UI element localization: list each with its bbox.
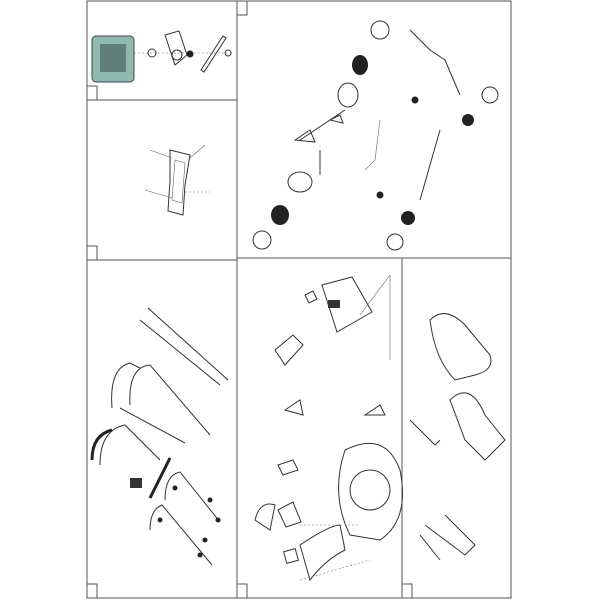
section-f-grass-bag bbox=[409, 313, 506, 561]
wheel-cap bbox=[370, 20, 390, 40]
section-c-engine-blade bbox=[91, 30, 232, 83]
section-e-wheels bbox=[252, 20, 499, 251]
section-b-bracket bbox=[144, 144, 210, 216]
wheel bbox=[352, 55, 368, 75]
section-a-handles bbox=[90, 307, 229, 566]
mower-deck bbox=[338, 442, 403, 541]
battery bbox=[321, 276, 373, 333]
section-d-deck bbox=[254, 274, 403, 582]
panel-frames bbox=[86, 0, 512, 599]
switch-box bbox=[130, 478, 142, 488]
grass-bag bbox=[429, 313, 492, 381]
